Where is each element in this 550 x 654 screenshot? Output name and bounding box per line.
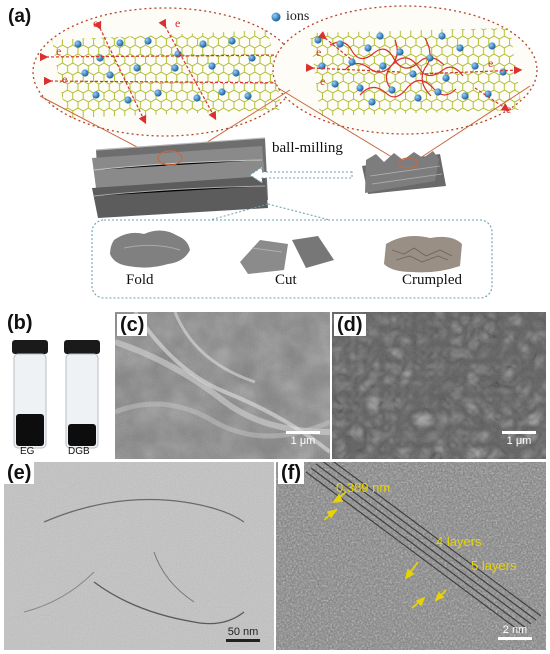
electron-label-right-2: e — [320, 74, 326, 88]
electron-label-right-1: e — [316, 45, 322, 59]
annotation-5-layers: 5 layers — [471, 558, 517, 573]
panel-f-scale-label: 2 nm — [502, 624, 528, 636]
right-graphene-lattice — [310, 28, 522, 116]
panel-c-sem-image: 1 μm — [115, 312, 330, 459]
lattice-fringes — [305, 462, 542, 633]
panel-c-scale-label: 1 μm — [290, 435, 316, 447]
ball-milling-arrow — [249, 165, 353, 185]
stacked-graphite-sheets — [92, 137, 268, 218]
panel-d-scale-label: 1 μm — [506, 435, 532, 447]
panel-e-scale-bar: 50 nm — [226, 626, 260, 642]
electron-label-left-3: e — [56, 44, 62, 58]
panel-d-sem-image: 1 μm — [332, 312, 546, 459]
panel-a-label: (a) — [8, 6, 32, 27]
electron-label-right-3: e — [488, 56, 494, 70]
electron-label-left-4: e — [62, 72, 68, 86]
panel-a-schematic — [32, 5, 538, 299]
right-electron-arrows — [305, 30, 523, 112]
panel-d-label: (d) — [334, 314, 366, 336]
electron-label-left-1: e — [93, 16, 99, 30]
right-defect-paths — [329, 37, 464, 98]
ball-milling-label: ball-milling — [272, 140, 343, 156]
vial-label-dgb: DGB — [68, 446, 90, 457]
morphology-frame — [91, 219, 493, 299]
panel-f-hrtem-image: 0.389 nm 4 layers 5 layers 2 nm — [276, 462, 546, 650]
electron-label-left-2: e — [175, 16, 181, 30]
milled-graphene-sheets — [362, 151, 446, 194]
electron-label-right-4: e — [506, 102, 512, 116]
fold-sheet — [110, 230, 190, 268]
right-ions — [314, 32, 507, 106]
panel-e-scale-label: 50 nm — [227, 626, 259, 638]
panel-b-photo: EG DGB — [4, 312, 112, 459]
morphology-crumpled-label: Crumpled — [402, 272, 462, 288]
panel-b-label: (b) — [4, 312, 36, 334]
panel-a: (a) — [0, 0, 550, 305]
panel-d-scale-bar: 1 μm — [502, 431, 536, 447]
vial-label-eg: EG — [20, 446, 35, 457]
ions-legend: ions — [270, 9, 309, 25]
panel-f-scale-bar: 2 nm — [498, 624, 532, 640]
panel-c-label: (c) — [117, 314, 148, 336]
crumpled-sheet — [384, 236, 462, 273]
panel-e-label: (e) — [4, 462, 35, 484]
ion-icon — [271, 12, 281, 22]
morphology-fold-label: Fold — [126, 272, 154, 288]
cut-sheet — [240, 236, 334, 274]
panel-c-scale-bar: 1 μm — [286, 431, 320, 447]
annotation-4-layers: 4 layers — [436, 534, 482, 549]
left-electron-arrows — [39, 18, 295, 125]
panel-e-tem-image: 50 nm — [4, 462, 274, 650]
annotation-spacing: 0.389 nm — [336, 480, 391, 495]
ions-legend-label: ions — [286, 9, 310, 24]
measurement-arrows — [323, 491, 447, 609]
panel-f-label: (f) — [278, 462, 304, 484]
vials-illustration — [12, 340, 100, 449]
morphology-cut-label: Cut — [275, 272, 297, 288]
